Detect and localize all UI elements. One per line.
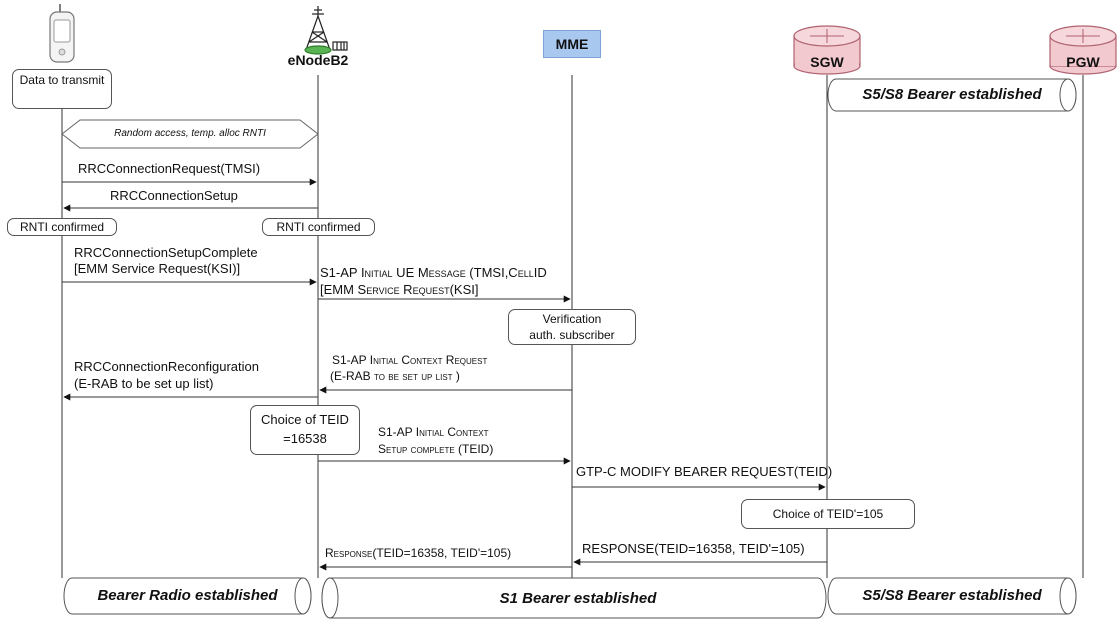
bearer-tubes bbox=[63, 78, 1077, 619]
antenna-tower-icon bbox=[304, 6, 348, 55]
verification-line1: Verification bbox=[542, 312, 602, 326]
verification-line2: auth. subscriber bbox=[529, 328, 615, 342]
rrc-complete-line1: RRCConnectionSetupComplete bbox=[74, 245, 258, 260]
s1-initial-ue-line1: S1-AP Initial UE Message (TMSI,CellID bbox=[320, 265, 547, 281]
sgw-label: SGW bbox=[810, 54, 844, 70]
pgw-label: PGW bbox=[1066, 54, 1100, 70]
s1-bearer-label: S1 Bearer established bbox=[499, 590, 657, 607]
s1-initial-ue-line2-text: [EMM Service Request(KSI] bbox=[320, 282, 479, 297]
rrc-complete-line2: [EMM Service Request(KSI)] bbox=[74, 261, 241, 276]
s1-setup-complete-line1: S1-AP Initial Context bbox=[378, 425, 489, 440]
random-access-hexagon bbox=[61, 119, 319, 149]
choice-teid-line1: Choice of TEID bbox=[261, 412, 349, 427]
s1-initial-ue-line2: [EMM Service Request(KSI] bbox=[320, 282, 479, 298]
s1-context-request-line1-text: S1-AP Initial Context Request bbox=[332, 353, 488, 367]
rrc-reconf-line2: (E-RAB to be set up list) bbox=[74, 376, 214, 391]
s5s8-top-label: S5/S8 Bearer established bbox=[862, 86, 1042, 103]
enodeb-label: eNodeB2 bbox=[287, 52, 349, 68]
s1-setup-complete-line2-text: Setup complete (TEID) bbox=[378, 442, 494, 456]
gtp-modify-label: GTP-C MODIFY BEARER REQUEST(TEID) bbox=[576, 464, 833, 479]
response-mme-label: Response(TEID=16358, TEID'=105) bbox=[325, 546, 512, 561]
choice-teid-line2: =16538 bbox=[283, 431, 327, 446]
rnti-confirmed-enb: RNTI confirmed bbox=[262, 218, 375, 236]
sgw-router-icon bbox=[793, 25, 861, 75]
rrc-setup-label: RRCConnectionSetup bbox=[110, 188, 238, 203]
choice-teid-note: Choice of TEID =16538 bbox=[250, 405, 360, 455]
s1-context-request-line1: S1-AP Initial Context Request bbox=[332, 353, 488, 368]
s1-setup-complete-line2: Setup complete (TEID) bbox=[378, 442, 494, 457]
rnti-confirmed-ue: RNTI confirmed bbox=[7, 218, 117, 236]
mme-header-box: MME bbox=[543, 30, 601, 58]
response-mme-text: Response(TEID=16358, TEID'=105) bbox=[325, 546, 512, 560]
data-to-transmit-text: Data to transmit bbox=[19, 73, 105, 87]
s1-context-request-line2-text: (E-RAB to be set up list ) bbox=[330, 369, 460, 383]
random-access-label: Random access, temp. alloc RNTI bbox=[114, 128, 266, 139]
rrc-request-label: RRCConnectionRequest(TMSI) bbox=[78, 161, 261, 176]
s1-context-request-line2: (E-RAB to be set up list ) bbox=[330, 369, 460, 384]
message-arrows bbox=[62, 178, 827, 571]
radio-bearer-label: Bearer Radio established bbox=[97, 587, 278, 604]
verification-note: Verification auth. subscriber bbox=[508, 309, 636, 345]
choice-teid-prime-note: Choice of TEID'=105 bbox=[741, 499, 915, 529]
s1-initial-ue-line1-text: S1-AP Initial UE Message (TMSI,CellID bbox=[320, 265, 547, 280]
mobile-phone-icon bbox=[49, 4, 75, 63]
response-sgw-label: RESPONSE(TEID=16358, TEID'=105) bbox=[582, 541, 805, 556]
pgw-router-icon bbox=[1049, 25, 1117, 75]
s1-setup-complete-line1-text: S1-AP Initial Context bbox=[378, 425, 489, 439]
rrc-reconf-line1: RRCConnectionReconfiguration bbox=[74, 359, 259, 374]
data-to-transmit-note: Data to transmit bbox=[12, 69, 112, 109]
s5s8-bottom-label: S5/S8 Bearer established bbox=[862, 587, 1042, 604]
